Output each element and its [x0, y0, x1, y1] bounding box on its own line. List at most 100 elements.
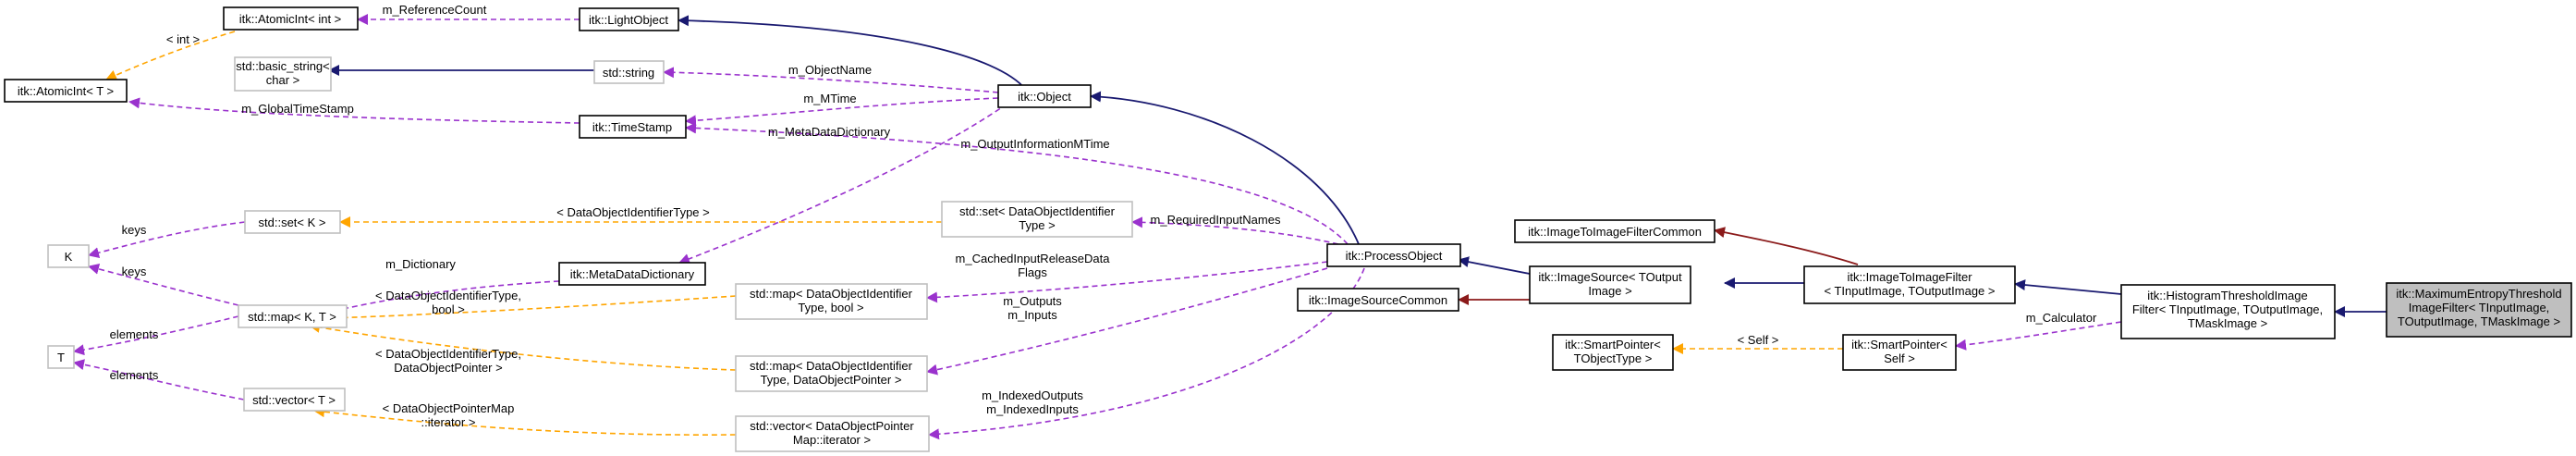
edge-label-m-calculator: m_Calculator: [2026, 311, 2097, 325]
text-line: ::iterator >: [421, 415, 476, 429]
svg-text:std::basic_string<char >: std::basic_string<char >: [236, 59, 330, 87]
edge-histogram-to-smartptr-self: [1955, 321, 2122, 351]
edge-processobject-to-timestamp: [685, 122, 1349, 245]
text-line: DataObjectPointer >: [394, 361, 502, 375]
edge-timestamp-to-atomicint-t: [128, 97, 580, 124]
text-line: std::vector< T >: [252, 393, 336, 407]
text-line: itk::SmartPointer<: [1851, 338, 1947, 351]
node-timestamp[interactable]: itk::TimeStamp: [579, 115, 687, 139]
edge-label-elements-map: elements: [110, 327, 159, 341]
text-line: < DataObjectIdentifierType,: [375, 347, 521, 361]
nodes: itk::AtomicInt< int > itk::LightObject i…: [4, 6, 2572, 452]
node-set-k[interactable]: std::set< K >: [244, 210, 341, 234]
svg-text:std::string: std::string: [603, 66, 654, 80]
edge-object-to-stdstring: [663, 67, 999, 93]
text-line: < Self >: [1738, 333, 1779, 347]
text-line: itk::ImageToImageFilterCommon: [1528, 225, 1702, 239]
text-line: itk::ImageSourceCommon: [1309, 293, 1447, 307]
node-imagesourcecommon[interactable]: itk::ImageSourceCommon: [1297, 288, 1459, 312]
text-line: std::basic_string<: [236, 59, 330, 73]
text-line: Self >: [1884, 351, 1915, 365]
svg-text:itk::ImageSource< TOutputImage: itk::ImageSource< TOutputImage >: [1538, 270, 1682, 298]
node-map-kt[interactable]: std::map< K, T >: [238, 304, 348, 328]
edge-label-int-template: < int >: [166, 32, 200, 46]
text-line: std::set< K >: [259, 216, 326, 229]
edge-object-to-timestamp: [685, 97, 999, 127]
svg-text:std::vector< DataObjectPointer: std::vector< DataObjectPointerMap::itera…: [750, 419, 914, 447]
text-line: < DataObjectIdentifierType,: [375, 289, 521, 302]
text-line: bool >: [432, 302, 465, 316]
text-line: itk::MaximumEntropyThreshold: [2396, 287, 2561, 301]
svg-text:std::set< K >: std::set< K >: [259, 216, 326, 229]
node-metadatadict[interactable]: itk::MetaDataDictionary: [558, 262, 706, 286]
text-line: T: [57, 351, 65, 364]
text-line: std::map< K, T >: [248, 310, 336, 324]
text-line: itk::TimeStamp: [592, 120, 672, 134]
edge-lightobject-to-object: [678, 15, 1027, 91]
node-i2ifilter[interactable]: itk::ImageToImageFilter< TInputImage, TO…: [1803, 265, 2016, 304]
node-t[interactable]: T: [47, 345, 75, 369]
node-lightobject[interactable]: itk::LightObject: [579, 7, 679, 31]
edge-processobject-to-map-ptr: [926, 267, 1328, 376]
text-line: K: [65, 250, 73, 264]
edge-labels: m_ReferenceCount < int > m_ObjectName m_…: [110, 3, 2097, 429]
text-line: < int >: [166, 32, 200, 46]
text-line: m_IndexedInputs: [986, 402, 1079, 416]
text-line: std::map< DataObjectIdentifier: [750, 359, 913, 373]
text-line: itk::MetaDataDictionary: [570, 267, 695, 281]
node-processobject[interactable]: itk::ProcessObject: [1326, 243, 1461, 267]
text-line: m_ReferenceCount: [383, 3, 487, 17]
node-k[interactable]: K: [47, 244, 90, 268]
text-line: itk::Object: [1018, 90, 1071, 104]
edge-i2ifilter-to-histogram: [2014, 279, 2122, 295]
text-line: Filter< TInputImage, TOutputImage,: [2132, 302, 2323, 316]
edge-label-m-required-input-names: m_RequiredInputNames: [1151, 213, 1281, 227]
svg-text:itk::Object: itk::Object: [1018, 90, 1071, 104]
text-line: m_RequiredInputNames: [1151, 213, 1281, 227]
node-vector-t[interactable]: std::vector< T >: [243, 388, 346, 412]
svg-text:itk::ImageToImageFilter< TInpu: itk::ImageToImageFilter< TInputImage, TO…: [1824, 270, 1995, 298]
text-line: std::map< DataObjectIdentifier: [750, 287, 913, 301]
text-line: itk::HistogramThresholdImage: [2147, 289, 2307, 302]
text-line: m_MetaDataDictionary: [768, 125, 891, 139]
edge-label-m-reference-count: m_ReferenceCount: [383, 3, 487, 17]
node-basic-string[interactable]: std::basic_string<char >: [234, 56, 332, 92]
text-line: elements: [110, 327, 159, 341]
text-line: itk::ProcessObject: [1346, 249, 1443, 263]
edge-label-m-object-name: m_ObjectName: [788, 63, 872, 77]
node-object[interactable]: itk::Object: [997, 84, 1092, 108]
text-line: Image >: [1588, 284, 1631, 298]
text-line: keys: [122, 265, 147, 278]
text-line: m_Inputs: [1007, 308, 1057, 322]
edge-processobject-to-map-bool: [926, 261, 1328, 303]
node-i2ifilter-common[interactable]: itk::ImageToImageFilterCommon: [1514, 219, 1715, 243]
edge-atomicint-t-to-atomicint-int: [105, 31, 236, 80]
node-atomicint-int[interactable]: itk::AtomicInt< int >: [223, 6, 359, 31]
edge-label-m-mtime: m_MTime: [803, 92, 856, 105]
text-line: keys: [122, 223, 147, 237]
text-line: Type, bool >: [798, 301, 863, 314]
svg-text:std::set< DataObjectIdentifier: std::set< DataObjectIdentifierType >: [959, 204, 1116, 232]
node-atomicint-t[interactable]: itk::AtomicInt< T >: [4, 79, 128, 103]
text-line: std::set< DataObjectIdentifier: [959, 204, 1116, 218]
svg-text:itk::AtomicInt< T >: itk::AtomicInt< T >: [18, 84, 114, 98]
node-std-string[interactable]: std::string: [593, 60, 665, 84]
svg-text:std::map< DataObjectIdentifier: std::map< DataObjectIdentifierType, Data…: [750, 359, 913, 387]
text-line: m_Dictionary: [385, 257, 456, 271]
text-line: m_OutputInformationMTime: [960, 137, 1109, 151]
edge-label-doid-bool-template: < DataObjectIdentifierType,bool >: [375, 289, 521, 316]
edge-label-keys-set: keys: [122, 223, 147, 237]
text-line: m_Calculator: [2026, 311, 2097, 325]
node-smartptr-t[interactable]: itk::SmartPointer<TObjectType >: [1552, 334, 1674, 371]
text-line: elements: [110, 368, 159, 382]
text-line: m_ObjectName: [788, 63, 872, 77]
node-smartptr-self[interactable]: itk::SmartPointer<Self >: [1842, 334, 1957, 371]
